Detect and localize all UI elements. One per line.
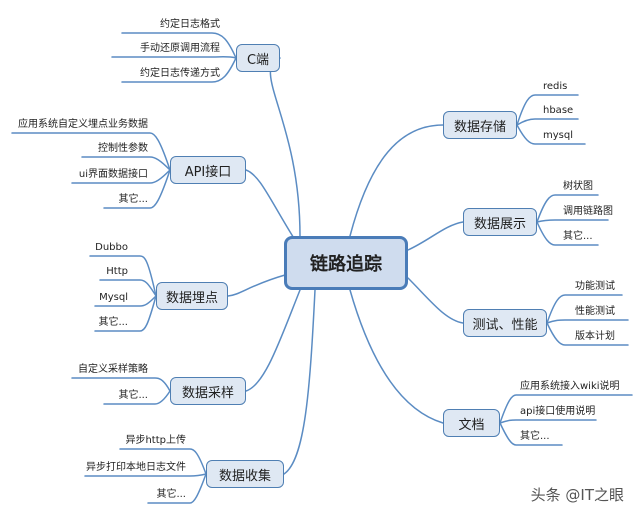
leaf-collect-3: 其它... — [156, 489, 186, 500]
leaf-api-3: ui界面数据接口 — [78, 169, 148, 180]
link-leaf — [536, 221, 599, 246]
leaf-docs-3: 其它... — [520, 431, 550, 442]
branch-display: 数据展示 — [463, 208, 537, 236]
link-leaf — [71, 169, 171, 184]
leaf-storage-2: hbase — [543, 105, 574, 116]
link-leaf — [499, 394, 633, 424]
link-leaf — [11, 132, 171, 171]
link-leaf — [94, 295, 157, 332]
link-docs — [349, 289, 444, 424]
leaf-c-end-3: 约定日志传递方式 — [140, 68, 220, 79]
branch-tracking: 数据埋点 — [156, 282, 228, 310]
link-leaf — [94, 295, 157, 307]
link-leaf — [71, 377, 171, 392]
leaf-api-4: 其它... — [118, 194, 148, 205]
leaf-tracking-4: 其它... — [98, 317, 128, 328]
link-leaf — [103, 169, 171, 209]
link-storage — [349, 124, 444, 237]
link-collect — [283, 289, 316, 475]
leaf-collect-2: 异步打印本地日志文件 — [86, 462, 186, 473]
link-leaf — [103, 390, 171, 405]
link-leaf — [546, 319, 629, 324]
leaf-test-1: 功能测试 — [575, 281, 615, 292]
branch-c-end: C端 — [236, 44, 280, 72]
leaf-tracking-1: Dubbo — [95, 242, 128, 253]
link-test — [407, 277, 464, 324]
link-leaf — [516, 94, 579, 126]
leaf-sampling-2: 其它... — [118, 390, 148, 401]
link-leaf — [546, 294, 623, 324]
link-leaf — [499, 422, 563, 446]
link-leaf — [99, 279, 157, 297]
link-c-end — [269, 57, 301, 237]
watermark-text: 头条 @IT之眼 — [530, 486, 624, 504]
link-leaf — [81, 156, 171, 171]
leaf-sampling-1: 自定义采样策略 — [78, 364, 148, 375]
link-leaf — [121, 57, 237, 83]
leaf-display-1: 树状图 — [563, 181, 593, 192]
leaf-storage-3: mysql — [543, 130, 573, 141]
link-sampling — [245, 289, 301, 392]
link-leaf — [111, 56, 237, 59]
leaf-display-3: 其它... — [563, 231, 593, 242]
link-leaf — [499, 419, 597, 424]
leaf-collect-1: 异步http上传 — [125, 435, 186, 446]
leaf-docs-2: api接口使用说明 — [520, 406, 596, 417]
branch-test: 测试、性能 — [463, 309, 547, 337]
link-display — [407, 221, 464, 251]
link-api — [245, 169, 296, 241]
leaf-api-2: 控制性参数 — [98, 143, 148, 154]
link-leaf — [536, 194, 599, 223]
leaf-display-2: 调用链路图 — [563, 206, 613, 217]
branch-api: API接口 — [170, 156, 246, 184]
leaf-tracking-2: Http — [106, 266, 128, 277]
leaf-test-2: 性能测试 — [575, 306, 615, 317]
central-topic: 链路追踪 — [284, 236, 408, 290]
link-leaf — [89, 255, 157, 297]
link-leaf — [121, 32, 237, 59]
leaf-storage-1: redis — [543, 81, 568, 92]
link-leaf — [536, 219, 609, 223]
leaf-docs-1: 应用系统接入wiki说明 — [520, 381, 620, 392]
link-leaf — [546, 322, 629, 346]
branch-docs: 文档 — [443, 409, 500, 437]
branch-collect: 数据收集 — [206, 460, 284, 488]
link-leaf — [119, 448, 207, 475]
leaf-c-end-2: 手动还原调用流程 — [140, 43, 220, 54]
link-leaf — [147, 473, 207, 504]
leaf-test-3: 版本计划 — [575, 331, 615, 342]
link-tracking — [227, 274, 286, 297]
leaf-c-end-1: 约定日志格式 — [160, 19, 220, 30]
leaf-api-1: 应用系统自定义埋点业务数据 — [18, 119, 148, 130]
link-leaf — [84, 473, 207, 477]
link-leaf — [516, 124, 586, 145]
link-leaf — [516, 118, 579, 126]
leaf-tracking-3: Mysql — [99, 292, 128, 303]
branch-sampling: 数据采样 — [170, 377, 246, 405]
branch-storage: 数据存储 — [443, 111, 517, 139]
